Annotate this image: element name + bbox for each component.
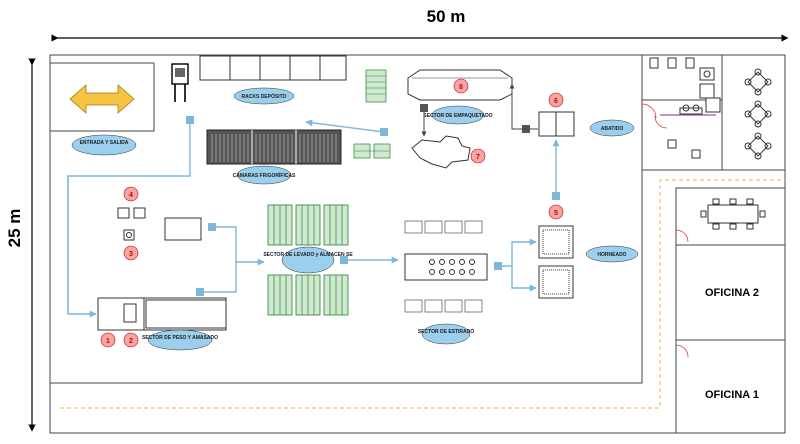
process-flow [67, 119, 560, 318]
racks-label: RACKS DEPÓSITO [242, 92, 287, 100]
forklift-icon [171, 63, 189, 102]
office-1-label: OFICINA 1 [705, 389, 759, 401]
marker-4: 4 [123, 186, 139, 202]
oven-bottom [538, 265, 574, 299]
svg-text:4: 4 [129, 192, 133, 199]
dining-tables [744, 68, 772, 160]
cooling-label: ABATIDO [601, 126, 624, 132]
svg-text:3: 3 [129, 251, 133, 258]
width-dimension: 50 m [51, 7, 789, 42]
connector-node [420, 104, 428, 112]
entrance-zone: ENTRADA Y SALIDA [49, 62, 155, 156]
office-block: OFICINA 2 OFICINA 1 [675, 187, 786, 434]
cold-rooms-zone: CÁMARAS FRIGORÍFICAS [206, 129, 342, 185]
svg-text:1: 1 [106, 338, 110, 345]
baking-label: HORNEADO [597, 252, 626, 258]
flow-nodes [186, 116, 560, 296]
weighing-label: SECTOR DE PESO Y AMASADO [142, 335, 218, 341]
small-equipment [117, 207, 202, 241]
entrance-label: ENTRADA Y SALIDA [80, 140, 129, 146]
office-2-label: OFICINA 2 [705, 287, 759, 299]
svg-text:2: 2 [129, 338, 133, 345]
marker-1: 1 [100, 332, 116, 348]
leavening-rack-lines [273, 205, 343, 315]
building-outline [49, 54, 786, 434]
weighing-zone: SECTOR DE PESO Y AMASADO [97, 297, 227, 351]
stretching-trays-top [404, 220, 483, 234]
meeting-table [700, 198, 766, 230]
marker-3: 3 [123, 245, 139, 261]
packaging-label: SECTOR DE EMPAQUETADO [423, 113, 492, 119]
svg-text:5: 5 [554, 210, 558, 217]
svg-text:50 m: 50 m [427, 7, 466, 26]
corridor-dashed [60, 179, 785, 409]
svg-text:7: 7 [476, 154, 480, 161]
service-area [641, 54, 786, 171]
marker-2: 2 [123, 332, 139, 348]
svg-text:6: 6 [554, 98, 558, 105]
flow-arrow [509, 83, 526, 130]
marker-8: 8 [453, 78, 469, 94]
svg-text:8: 8 [459, 84, 463, 91]
plant-room [49, 54, 643, 384]
double-arrow-icon [69, 84, 135, 114]
stretching-trays-bottom [404, 299, 483, 313]
machine-7 [411, 135, 471, 169]
leavening-label: SECTOR DE LEVADO y ALMACEN SE [263, 252, 353, 258]
height-dimension: 25 m [5, 58, 36, 432]
pallet-stack [353, 69, 391, 159]
racks-zone: RACKS DEPÓSITO [199, 55, 347, 105]
cold-rooms-label: CÁMARAS FRIGORÍFICAS [233, 171, 296, 179]
marker-7: 7 [470, 148, 486, 164]
marker-6: 6 [548, 92, 564, 108]
svg-text:25 m: 25 m [5, 209, 24, 248]
stretching-table [404, 253, 488, 281]
marker-5: 5 [548, 204, 564, 220]
stretching-label: SECTOR DE ESTIRADO [418, 329, 474, 335]
cooling-zone: ABATIDO [538, 111, 635, 137]
oven-top [538, 225, 574, 259]
